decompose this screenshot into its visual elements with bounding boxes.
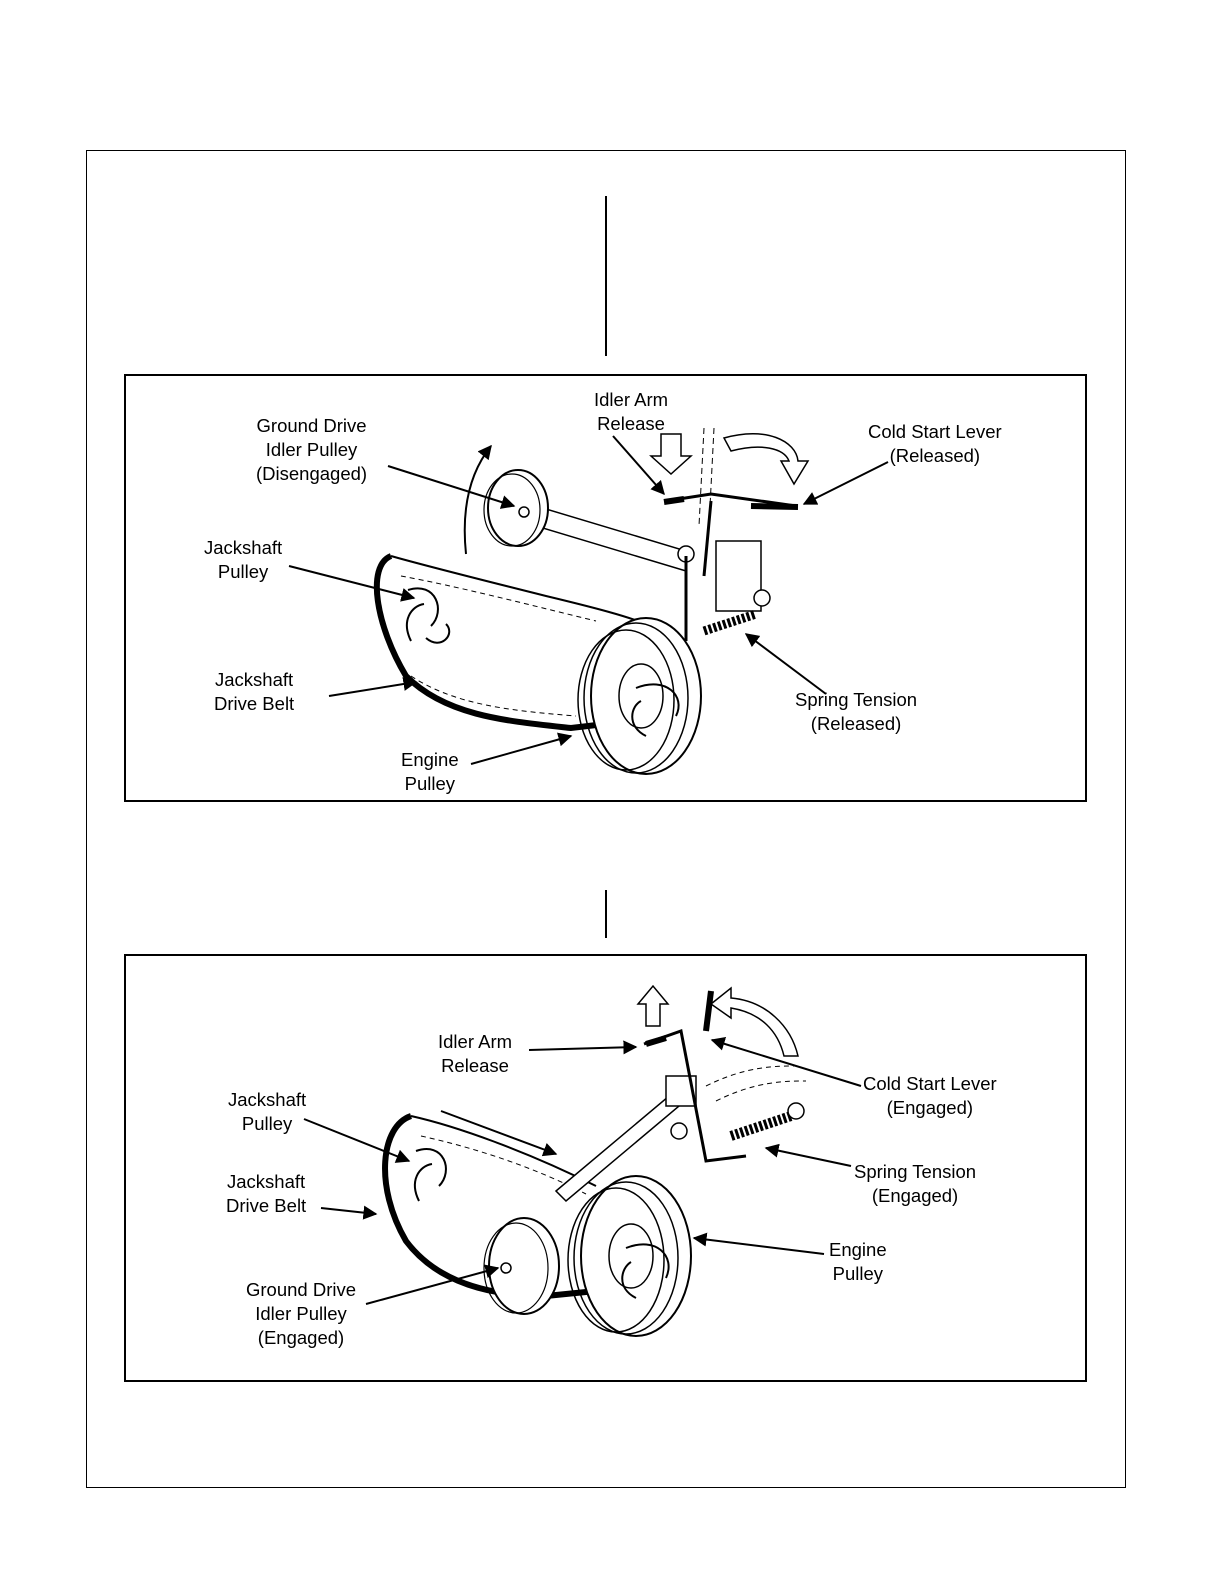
- label-ground-drive-idler-pulley: Ground Drive Idler Pulley (Engaged): [246, 1279, 357, 1348]
- engine-pulley-drawing: [567, 1175, 692, 1337]
- cold-start-mechanism-drawing: [649, 427, 810, 641]
- engine-pulley-drawing: [577, 617, 702, 775]
- label-idler-arm-release: Idler Arm Release: [438, 1031, 513, 1076]
- label-jackshaft-pulley: Jackshaft Pulley: [228, 1089, 307, 1134]
- label-ground-drive-idler-pulley: Ground Drive Idler Pulley (Disengaged): [256, 415, 368, 484]
- cold-start-mechanism-drawing: [636, 984, 807, 1163]
- drive-engaged-illustration: [303, 984, 862, 1337]
- label-engine-pulley: Engine Pulley: [401, 749, 459, 794]
- jackshaft-drive-belt-drawing: [373, 553, 647, 732]
- label-cold-start-lever: Cold Start Lever (Engaged): [863, 1073, 997, 1118]
- section-divider-bottom: [605, 890, 607, 938]
- drive-disengaged-diagram: Idler Arm Release Cold Start Lever (Rele…: [124, 374, 1087, 802]
- callout-leaders: [288, 435, 889, 765]
- ground-drive-idler-pulley-drawing: [483, 1217, 560, 1315]
- drive-engaged-diagram: Idler Arm Release Cold Start Lever (Enga…: [124, 954, 1087, 1382]
- label-spring-tension: Spring Tension (Released): [795, 689, 918, 734]
- jackshaft-pulley-drawing: [413, 1148, 447, 1202]
- callout-leaders: [303, 1037, 862, 1305]
- page-border: [86, 150, 1126, 1488]
- drive-disengaged-illustration: [288, 427, 889, 775]
- label-spring-tension: Spring Tension (Engaged): [854, 1161, 977, 1206]
- jackshaft-pulley-drawing: [405, 587, 451, 644]
- label-engine-pulley: Engine Pulley: [829, 1239, 887, 1284]
- label-jackshaft-pulley: Jackshaft Pulley: [204, 537, 283, 582]
- label-jackshaft-drive-belt: Jackshaft Drive Belt: [226, 1171, 307, 1216]
- label-cold-start-lever: Cold Start Lever (Released): [868, 421, 1002, 466]
- label-jackshaft-drive-belt: Jackshaft Drive Belt: [214, 669, 295, 714]
- label-idler-arm-release: Idler Arm Release: [594, 389, 669, 434]
- idler-arm-drawing: [463, 444, 695, 573]
- section-divider-top: [605, 196, 607, 356]
